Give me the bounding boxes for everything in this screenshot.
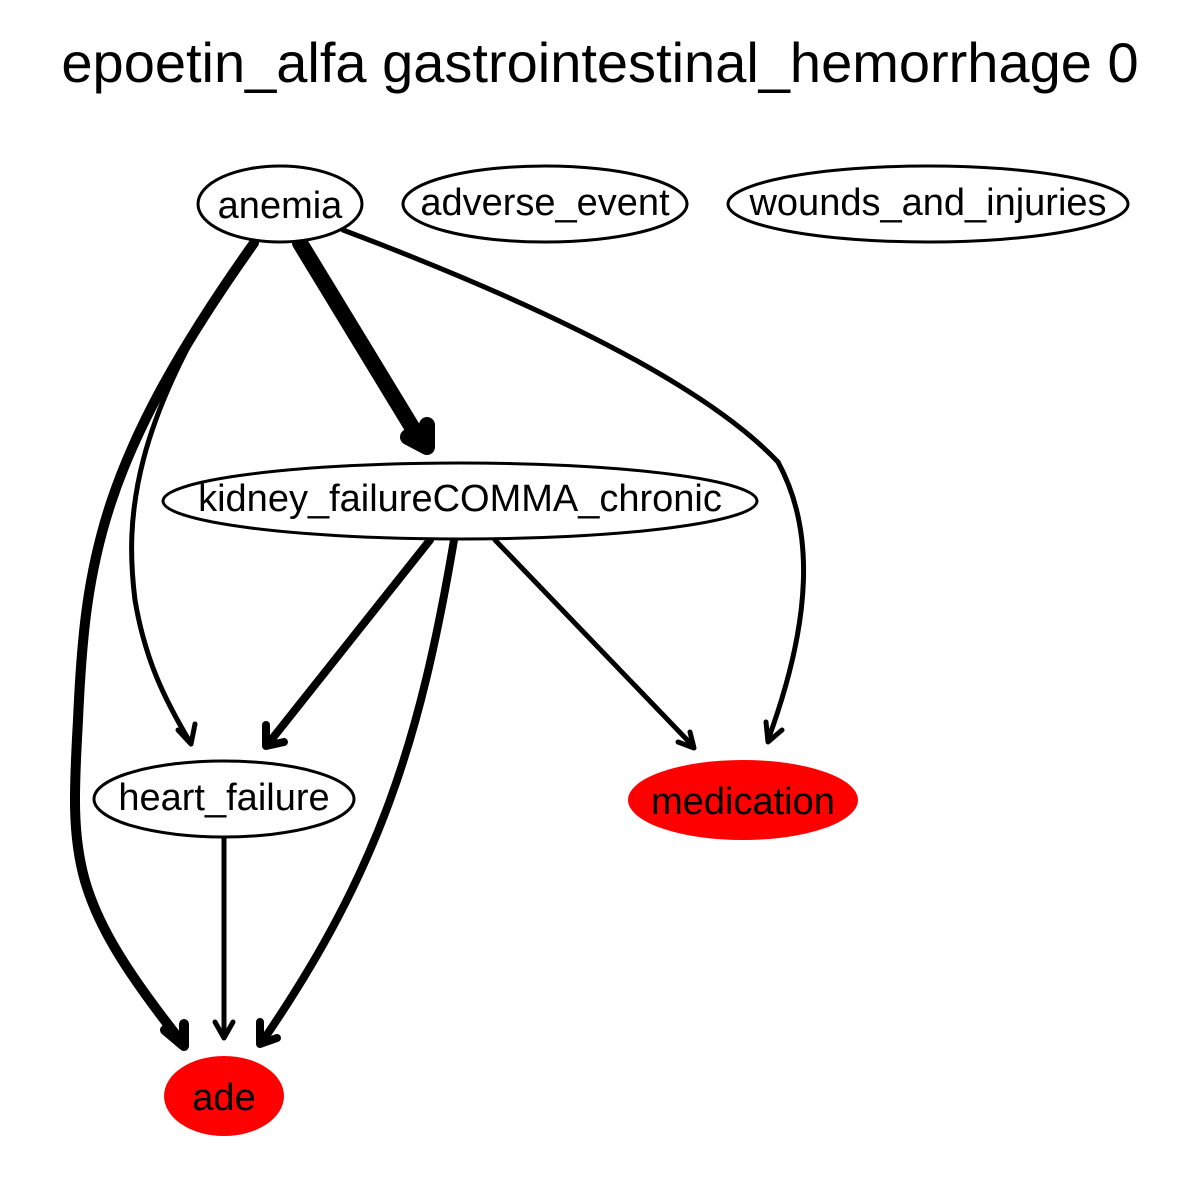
node-kidney-failure-chronic-label: kidney_failureCOMMA_chronic: [198, 478, 722, 520]
node-anemia[interactable]: anemia: [196, 164, 364, 244]
node-medication[interactable]: medication: [628, 760, 858, 840]
node-heart-failure-label: heart_failure: [118, 777, 329, 819]
node-kidney-failure-chronic-shape: [161, 461, 759, 541]
node-kidney-failure-chronic[interactable]: kidney_failureCOMMA_chronic: [161, 461, 759, 541]
nodes: anemia adverse_event wounds_and_injuries…: [92, 164, 1130, 1136]
edge-kidney-failure-chronic-to-medication: [492, 537, 697, 751]
edge-anemia-to-ade: [69, 238, 259, 1051]
node-wounds-and-injuries[interactable]: wounds_and_injuries: [726, 164, 1130, 244]
node-ade-label: ade: [192, 1077, 255, 1119]
node-ade-shape: [164, 1056, 284, 1136]
node-adverse-event-shape: [401, 164, 689, 244]
diagram-title: epoetin_alfa gastrointestinal_hemorrhage…: [61, 31, 1138, 94]
edge-anemia-to-kidney-failure-chronic: [292, 235, 435, 455]
edge-anemia-to-medication: [340, 227, 807, 745]
node-anemia-shape: [196, 164, 364, 244]
node-medication-label: medication: [651, 781, 835, 823]
node-adverse-event[interactable]: adverse_event: [401, 164, 689, 244]
edge-anemia-to-heart-failure: [129, 242, 253, 747]
node-medication-shape: [628, 760, 858, 840]
node-heart-failure-shape: [92, 759, 356, 839]
edge-kidney-failure-chronic-to-ade: [256, 536, 458, 1048]
node-wounds-and-injuries-shape: [726, 164, 1130, 244]
node-anemia-label: anemia: [218, 185, 343, 227]
node-adverse-event-label: adverse_event: [420, 182, 670, 224]
node-ade[interactable]: ade: [164, 1056, 284, 1136]
node-heart-failure[interactable]: heart_failure: [92, 759, 356, 839]
edges: [69, 227, 807, 1051]
edge-kidney-failure-chronic-to-heart-failure: [262, 536, 434, 750]
edge-heart-failure-to-ade: [212, 835, 236, 1041]
node-wounds-and-injuries-label: wounds_and_injuries: [748, 182, 1106, 224]
